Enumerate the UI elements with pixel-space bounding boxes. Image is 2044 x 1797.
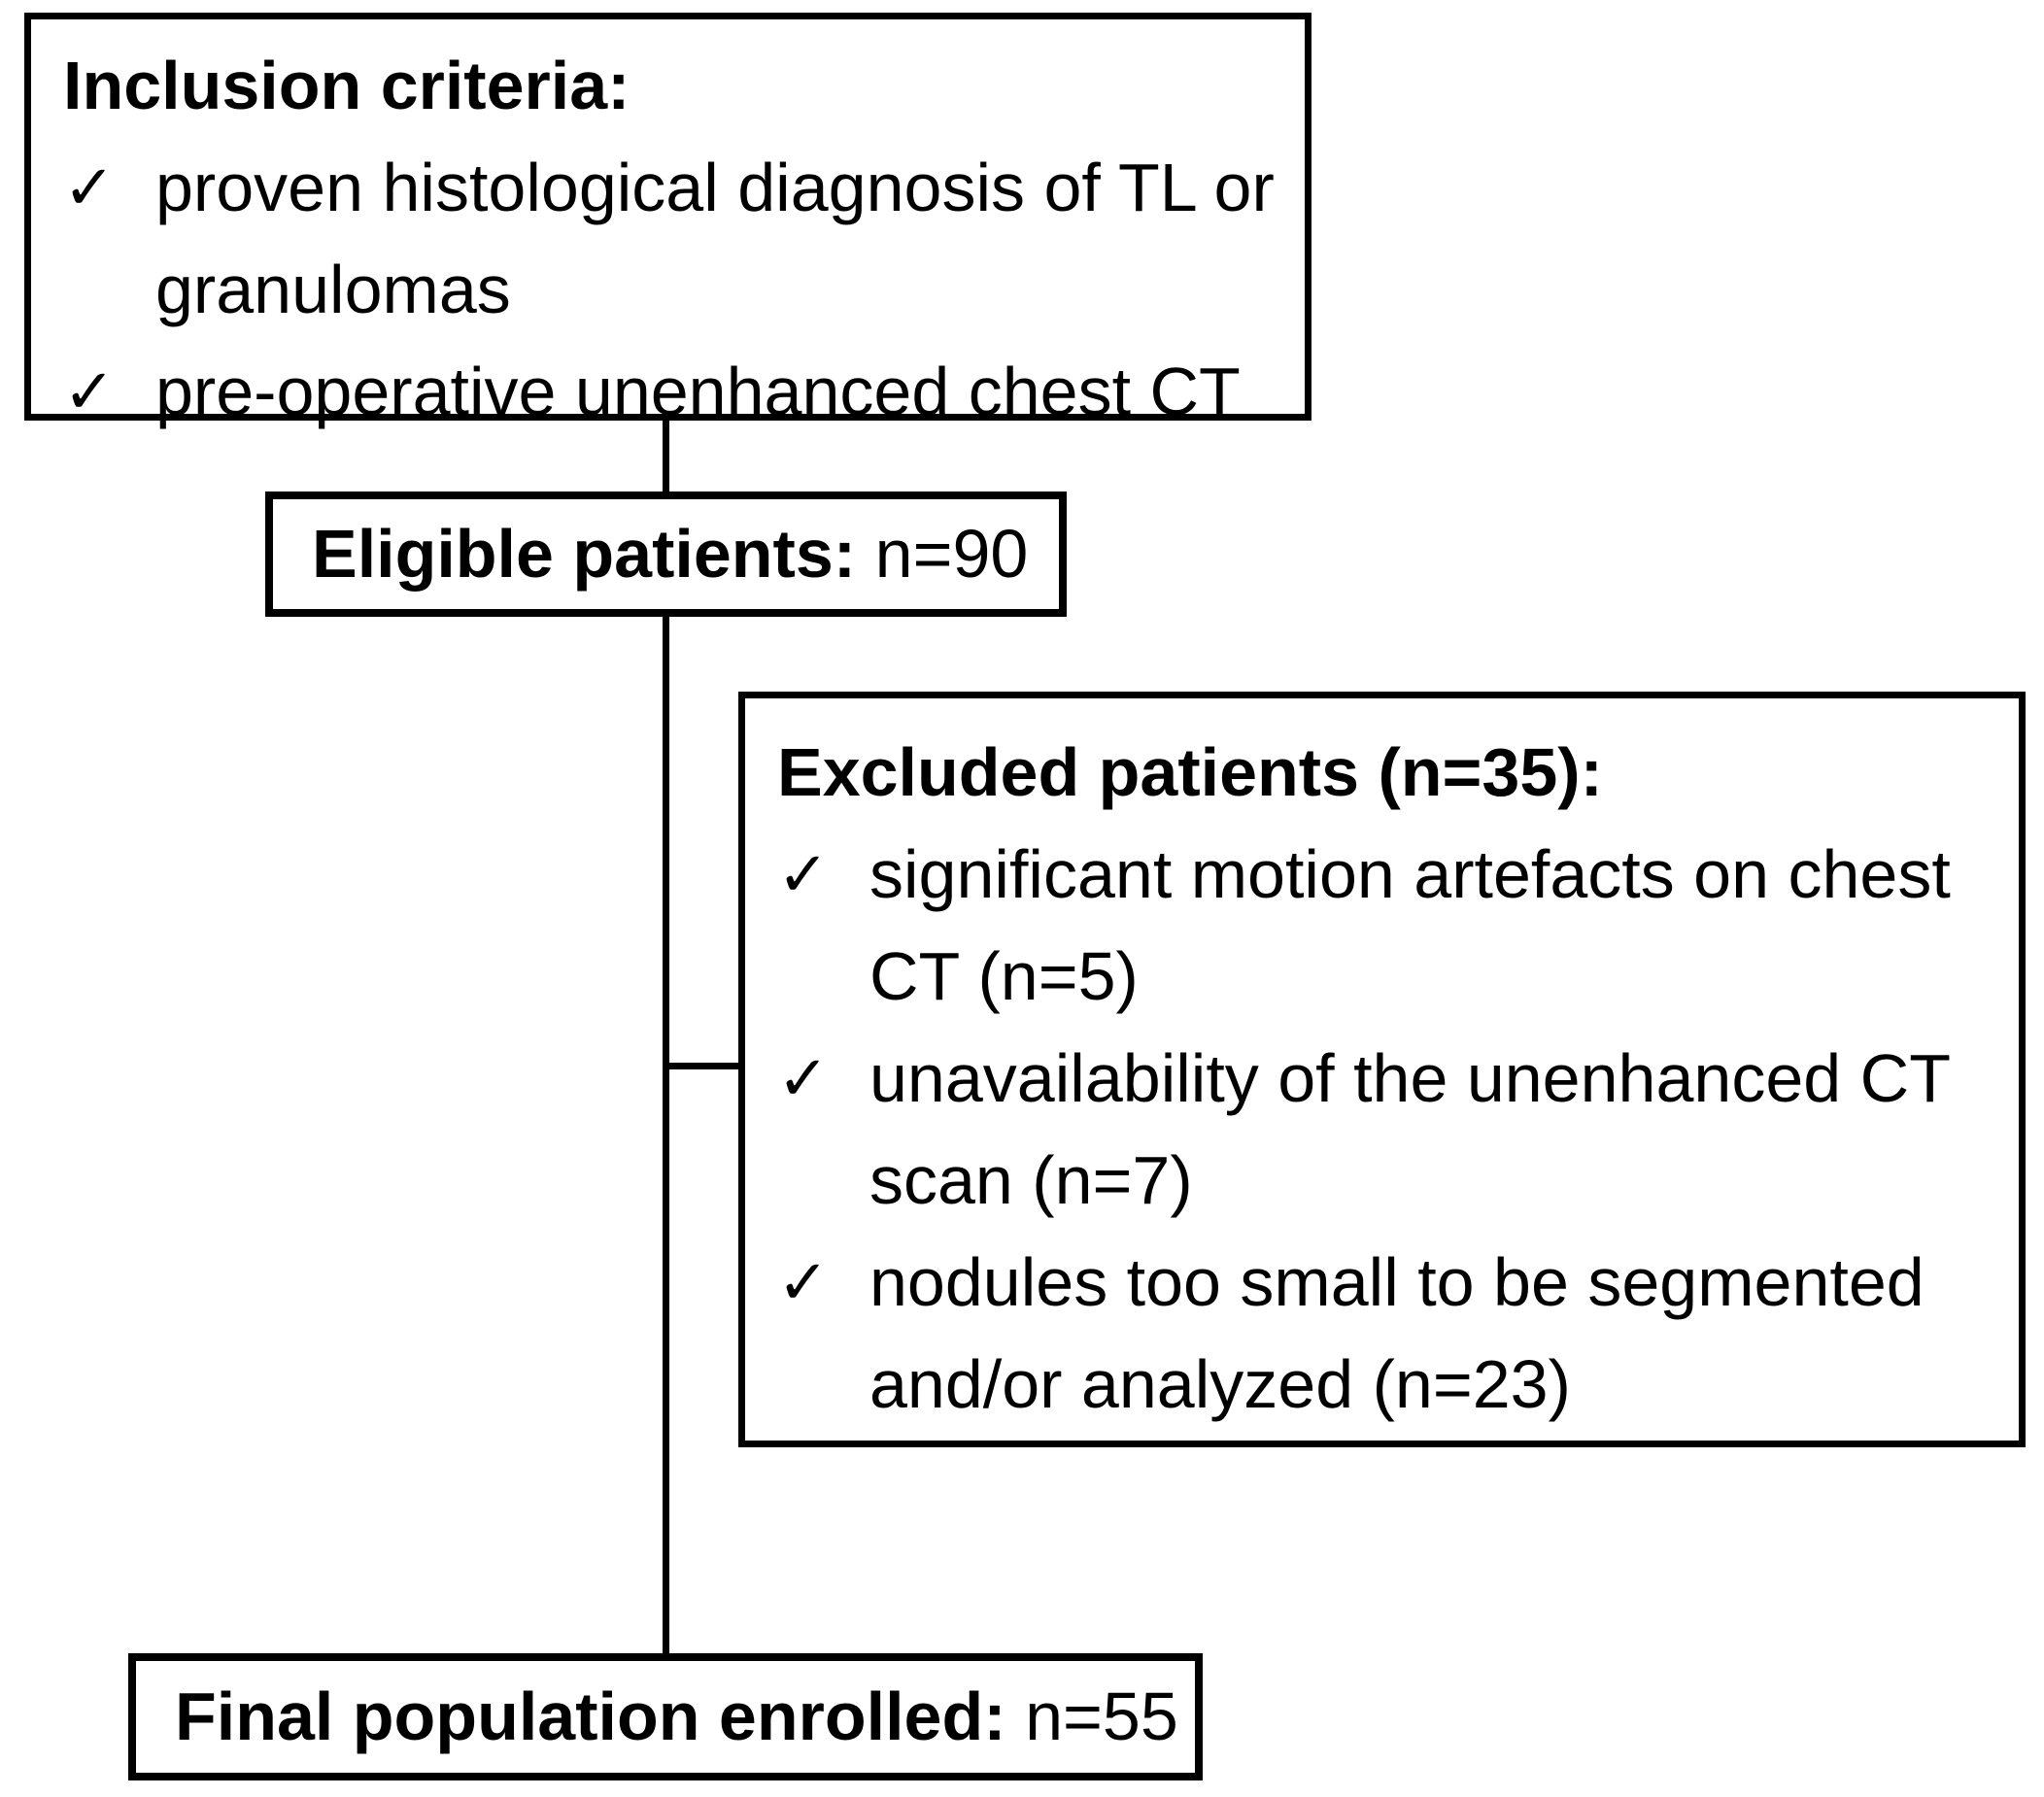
inclusion-criteria-title: Inclusion criteria: bbox=[63, 48, 630, 123]
connector-branch-to-excluded bbox=[663, 1063, 742, 1069]
excluded-patients-title: Excluded patients (n=35): bbox=[777, 734, 1603, 810]
inclusion-item-text: pre-operative unenhanced chest CT bbox=[155, 354, 1241, 429]
connector-inclusion-to-eligible bbox=[663, 418, 669, 495]
excluded-item: ✓ significant motion artefacts on chest … bbox=[777, 824, 1999, 1028]
eligible-patients-label: Eligible patients: bbox=[312, 516, 857, 592]
eligible-patients-box: Eligible patients: n=90 bbox=[265, 492, 1067, 617]
excluded-item-text: nodules too small to be segmented and/or… bbox=[869, 1244, 1925, 1422]
excluded-item-text: unavailability of the unenhanced CT scan… bbox=[869, 1040, 1950, 1218]
excluded-item-text: significant motion artefacts on chest CT… bbox=[869, 836, 1951, 1014]
excluded-item: ✓ unavailability of the unenhanced CT sc… bbox=[777, 1028, 1999, 1232]
checkmark-icon: ✓ bbox=[777, 839, 830, 909]
checkmark-icon: ✓ bbox=[777, 1043, 830, 1113]
checkmark-icon: ✓ bbox=[63, 153, 116, 222]
inclusion-item-text: proven histological diagnosis of TL or g… bbox=[155, 150, 1275, 327]
final-population-count: n=55 bbox=[1025, 1678, 1178, 1754]
excluded-patients-box: Excluded patients (n=35): ✓ significant … bbox=[738, 692, 2026, 1447]
final-population-label: Final population enrolled: bbox=[175, 1678, 1006, 1754]
excluded-item: ✓ nodules too small to be segmented and/… bbox=[777, 1232, 1999, 1436]
eligible-patients-count: n=90 bbox=[874, 516, 1029, 592]
final-population-box: Final population enrolled: n=55 bbox=[128, 1653, 1203, 1780]
inclusion-item: ✓ proven histological diagnosis of TL or… bbox=[63, 137, 1285, 341]
connector-eligible-to-final bbox=[663, 614, 669, 1655]
checkmark-icon: ✓ bbox=[63, 356, 116, 426]
checkmark-icon: ✓ bbox=[777, 1247, 830, 1317]
inclusion-criteria-box: Inclusion criteria: ✓ proven histologica… bbox=[24, 13, 1312, 429]
inclusion-item: ✓ pre-operative unenhanced chest CT bbox=[63, 341, 1285, 443]
